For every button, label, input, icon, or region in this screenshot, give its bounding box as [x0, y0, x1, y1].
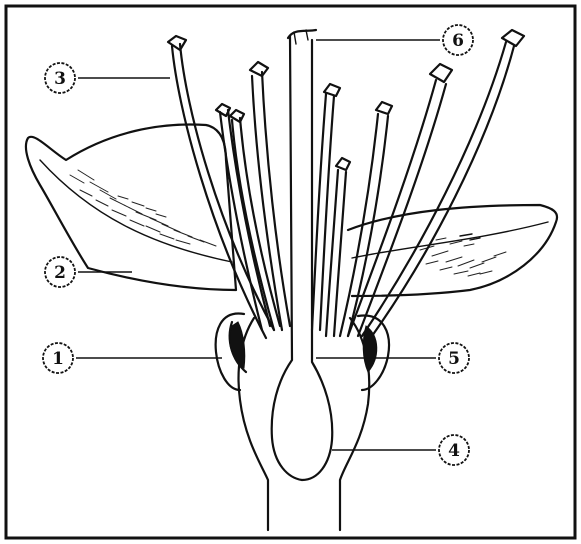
- label-3: 3: [45, 63, 75, 93]
- label-1: 1: [43, 343, 73, 373]
- label-4: 4: [439, 435, 469, 465]
- label-1-text: 1: [52, 349, 64, 369]
- receptacle: [216, 314, 389, 530]
- label-5-text: 5: [448, 349, 460, 369]
- label-2-text: 2: [54, 263, 66, 283]
- label-2: 2: [45, 257, 75, 287]
- leader-lines: [76, 40, 440, 450]
- label-6-text: 6: [452, 31, 464, 51]
- label-4-text: 4: [448, 441, 460, 461]
- stamens: [168, 30, 524, 338]
- label-5: 5: [439, 343, 469, 373]
- label-3-text: 3: [54, 69, 66, 89]
- label-6: 6: [443, 25, 473, 55]
